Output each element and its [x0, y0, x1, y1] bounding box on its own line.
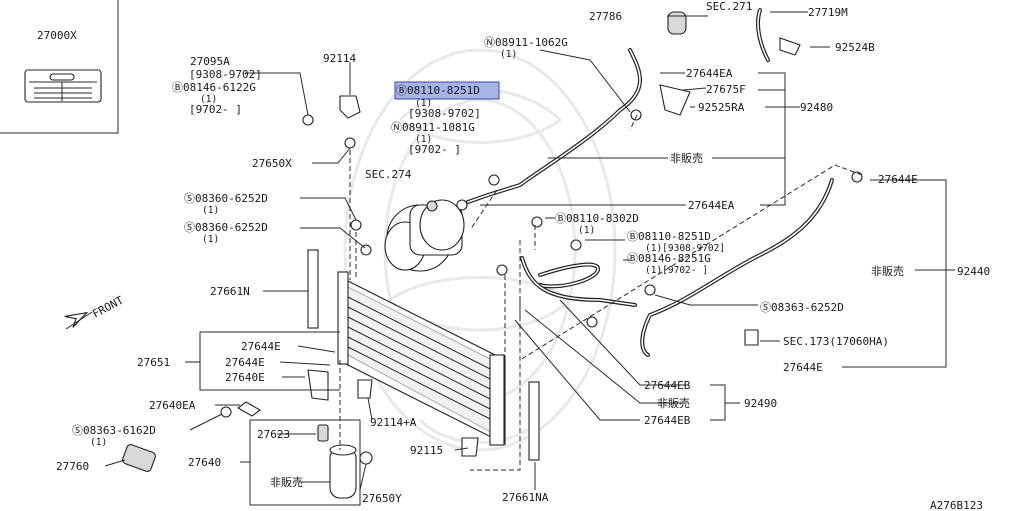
- brackets: [237, 37, 801, 457]
- receiver-drier: [317, 424, 357, 499]
- label-08911-1081g[interactable]: Ⓝ08911-1081G: [391, 121, 475, 134]
- selected-part-highlight: [394, 81, 500, 100]
- label-27644e-a[interactable]: 27644E: [241, 340, 281, 353]
- label-27000x[interactable]: 27000X: [37, 29, 77, 42]
- condenser-core: [337, 271, 506, 446]
- label-92490[interactable]: 92490: [744, 397, 777, 410]
- label-08911-1081g-qty: (1): [415, 134, 432, 145]
- label-figure-code: A276B123: [930, 499, 983, 511]
- label-front: FRONT: [90, 293, 126, 320]
- label-27719m[interactable]: 27719M: [808, 6, 848, 19]
- label-08360-6252d-b-qty: (1): [202, 234, 219, 245]
- label-27640e[interactable]: 27640E: [225, 371, 265, 384]
- label-27651[interactable]: 27651: [137, 356, 170, 369]
- condenser-seal-right: [528, 381, 540, 461]
- label-08911-1062g[interactable]: Ⓝ08911-1062G: [484, 36, 568, 49]
- label-08110-8251d-date: [9308-9702]: [408, 107, 481, 120]
- assembly-dashed-lines: [339, 114, 863, 471]
- pressure-switch: [122, 444, 156, 472]
- label-27675f[interactable]: 27675F: [706, 83, 746, 96]
- label-27644e-d[interactable]: 27644E: [783, 361, 823, 374]
- label-08110-8251d-selected[interactable]: Ⓑ08110-8251D: [396, 84, 480, 97]
- label-not-sold-c: 非販売: [871, 265, 904, 278]
- label-92114a[interactable]: 92114+A: [370, 416, 417, 429]
- label-08363-6162d-qty: (1): [90, 437, 107, 448]
- label-08110-8302d-qty: (1): [578, 225, 595, 236]
- label-08146-8251g-detail: (1)[9702- ]: [645, 265, 708, 276]
- label-27640ea[interactable]: 27640EA: [149, 399, 196, 412]
- label-08360-6252d-a-qty: (1): [202, 205, 219, 216]
- fasteners: [220, 109, 863, 465]
- caution-label-part: [24, 69, 102, 103]
- label-27644e-b[interactable]: 27644E: [225, 356, 265, 369]
- label-08110-8251d-qty: (1): [415, 98, 432, 109]
- label-08360-6252d-a[interactable]: Ⓢ08360-6252D: [184, 192, 268, 205]
- label-27640[interactable]: 27640: [188, 456, 221, 469]
- label-27095a-date: [9308-9702]: [189, 68, 262, 81]
- inset-frame: [0, 0, 119, 134]
- label-27661n[interactable]: 27661N: [210, 285, 250, 298]
- label-08146-6122g-date: [9702- ]: [189, 103, 242, 116]
- label-27644ea-b[interactable]: 27644EA: [688, 199, 735, 212]
- label-08911-1081g-date: [9702- ]: [408, 143, 461, 156]
- label-08360-6252d-b[interactable]: Ⓢ08360-6252D: [184, 221, 268, 234]
- label-not-sold-a: 非販売: [270, 476, 303, 489]
- label-08146-8251g[interactable]: Ⓑ08146-8251G: [627, 252, 711, 265]
- label-08146-6122g[interactable]: Ⓑ08146-6122G: [172, 81, 256, 94]
- label-27644eb-a[interactable]: 27644EB: [644, 379, 691, 392]
- condenser-seal-left: [307, 249, 319, 329]
- label-08110-8251d-b[interactable]: Ⓑ08110-8251D: [627, 230, 711, 243]
- label-27650y[interactable]: 27650Y: [362, 492, 402, 505]
- label-92525ra[interactable]: 92525RA: [698, 101, 745, 114]
- label-27644e-c[interactable]: 27644E: [878, 173, 918, 186]
- label-27661na[interactable]: 27661NA: [502, 491, 549, 504]
- label-92524b[interactable]: 92524B: [835, 41, 875, 54]
- label-08110-8251d-b-detail: (1)[9308-9702]: [645, 243, 725, 254]
- leader-lines: [104, 11, 955, 506]
- label-27760[interactable]: 27760: [56, 460, 89, 473]
- label-92480[interactable]: 92480: [800, 101, 833, 114]
- label-27644ea-a[interactable]: 27644EA: [686, 67, 733, 80]
- label-08110-8302d[interactable]: Ⓑ08110-8302D: [555, 212, 639, 225]
- label-08146-6122g-qty: (1): [200, 94, 217, 105]
- compressor: [384, 199, 465, 272]
- label-not-sold-d: 非販売: [657, 397, 690, 410]
- label-sec274[interactable]: SEC.274: [365, 168, 412, 181]
- label-27095a[interactable]: 27095A: [190, 55, 230, 68]
- label-92440[interactable]: 92440: [957, 265, 990, 278]
- label-08911-1062g-qty: (1): [500, 49, 517, 60]
- label-08363-6252d[interactable]: Ⓢ08363-6252D: [760, 301, 844, 314]
- label-sec271[interactable]: SEC.271: [706, 0, 752, 13]
- front-direction-arrow: [64, 311, 93, 330]
- label-27650x[interactable]: 27650X: [252, 157, 292, 170]
- label-not-sold-b: 非販売: [670, 152, 703, 165]
- label-27623[interactable]: 27623: [257, 428, 290, 441]
- label-27786[interactable]: 27786: [589, 10, 622, 23]
- part-labels: 27000X 27095A [9308-9702] Ⓑ08146-6122G (…: [37, 0, 990, 511]
- refrigerant-pipes: [466, 8, 834, 357]
- label-92114[interactable]: 92114: [323, 52, 356, 65]
- label-08363-6162d[interactable]: Ⓢ08363-6162D: [72, 424, 156, 437]
- label-92115[interactable]: 92115: [410, 444, 443, 457]
- label-27644eb-b[interactable]: 27644EB: [644, 414, 691, 427]
- label-sec173[interactable]: SEC.173(17060HA): [783, 335, 889, 348]
